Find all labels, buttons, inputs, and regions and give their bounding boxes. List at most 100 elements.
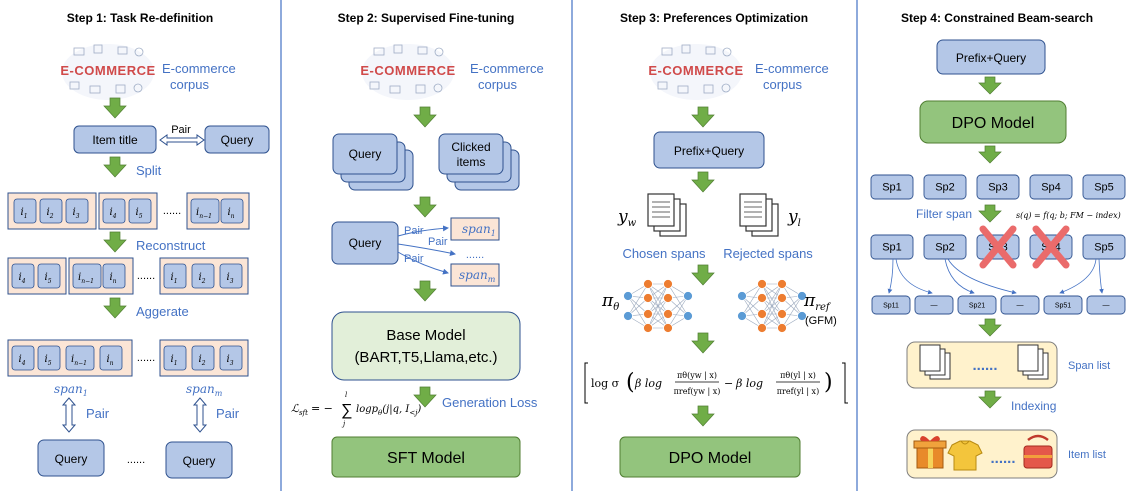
step1-row1-cell: i3 [65,198,89,224]
step1-arrow-2 [103,156,127,178]
step3-rejected-label: Rejected spans [723,246,813,261]
svg-text:i1: i1 [170,272,177,285]
step4-arrow-1 [978,76,1002,95]
svg-text:Sp5: Sp5 [1094,182,1114,194]
svg-text:β log: β log [634,377,662,390]
step1-item-title-box [73,125,157,154]
step1-pair-label-2: Pair [216,406,240,421]
step2-base-model-label-1: Base Model [386,327,465,344]
step3-gfm: (GFM) [805,315,837,327]
step1-row2-cell: in [102,263,126,289]
step3-dpo-model-label: DPO Model [669,450,752,467]
step1-row2-cell: i1 [163,263,187,289]
step4-arrow-4 [978,318,1002,337]
step1-ecommerce-logo: E-COMMERCE [60,44,155,100]
step1-row1-cell: i4 [102,198,126,224]
step1-corpus-label-2: corpus [170,77,210,92]
svg-text:i1: i1 [20,207,27,220]
step4-arrow-5 [978,390,1002,409]
step1-split-label: Split [136,163,162,178]
step1-logo-text: E-COMMERCE [60,63,155,78]
step1-row3-cell: i1 [163,345,187,371]
network-node [757,323,767,333]
handbag-icon [1023,434,1053,469]
step2-arrow-4 [413,386,437,408]
step1-query-box-1 [37,439,105,477]
gift-icon [913,435,947,469]
network-node [777,293,787,303]
step1-row3-dots: ...... [137,352,155,364]
svg-text:in: in [227,207,234,220]
step4-small-span: — [914,295,954,315]
step2-span-dots: ...... [466,249,484,261]
network-node [663,323,673,333]
step3-corpus-label-2: corpus [763,77,803,92]
step2-sft-model-label: SFT Model [387,450,465,467]
step3-arrow-5 [691,405,715,427]
svg-text:πθ(yl | x): πθ(yl | x) [780,371,816,380]
step4-small-span: Sp51 [1043,295,1083,315]
network-node [757,309,767,319]
svg-text:i2: i2 [198,272,205,285]
step1-vertical-pair-arrow-2 [192,397,208,433]
step4-span-list-label: Span list [1068,360,1110,372]
svg-text:i2: i2 [46,207,53,220]
step2-pair-label-3: Pair [404,253,424,265]
step1-vertical-pair-arrow-1 [61,397,77,433]
step1-pair-label-1: Pair [86,406,110,421]
step2-arrow-2 [413,196,437,218]
step3-prefix-query-label: Prefix+Query [674,144,744,158]
step3-yl: yl [787,207,801,229]
step2-span1: span1 [462,222,496,238]
network-node [737,291,747,301]
step4-small-span: — [1000,295,1040,315]
step1-row2-cell: i4 [11,263,35,289]
step1-query-box [204,125,270,154]
column-dividers [280,0,858,491]
svg-text:log σ: log σ [591,377,620,390]
step3-arrow-3 [691,264,715,286]
step2-sft-model-box [331,436,521,478]
step2-corpus-label-1: E-commerce [470,61,544,76]
step1-row3-cell: i2 [191,345,215,371]
network-node [663,279,673,289]
step3-prefix-query-box [653,131,765,169]
step1-row2-dots: ...... [137,270,155,282]
step2-pair-label-2: Pair [428,236,448,248]
step3-title: Step 3: Preferences Optimization [620,11,808,25]
step2-base-model-label-2: (BART,T5,Llama,etc.) [354,349,497,366]
step4-mid-span: Sp2 [923,234,967,260]
network-node [777,323,787,333]
step4-score-formula: s(q) = f(q; b; FM − index) [1016,211,1121,220]
filtered-x-icon [979,225,1017,269]
svg-text:Sp5: Sp5 [1094,242,1114,254]
step4-mid-span: Sp1 [870,234,914,260]
step1-arrow-1 [103,97,127,119]
step4-arrow-2 [978,145,1002,164]
network-node [663,293,673,303]
network-node [623,311,633,321]
svg-text:l: l [345,391,347,399]
step1-pair-label: Pair [171,124,191,136]
step3-arrow-4 [691,332,715,354]
step2-arrow-1 [413,106,437,128]
step1-query-label-2: Query [183,454,216,468]
step1-corpus-label-1: E-commerce [162,61,236,76]
network-node [797,311,807,321]
step4-item-list-label: Item list [1068,449,1106,461]
step4-filter-span-label: Filter span [916,207,972,221]
svg-text:∑: ∑ [341,402,352,419]
step1-row3-cell: i4 [11,345,35,371]
network-node [683,291,693,301]
network-node [683,311,693,321]
svg-text:i1: i1 [170,354,177,367]
step1-row2-cell: i2 [191,263,215,289]
svg-text:Sp1: Sp1 [882,242,902,254]
tshirt-icon [947,440,983,471]
step3-rejected-docs-icon [739,193,779,237]
svg-text:πθ(yw | x): πθ(yw | x) [677,371,717,380]
svg-text:Sp4: Sp4 [1041,182,1061,194]
step2-clicked-items-stack: Clicked items [438,133,520,191]
